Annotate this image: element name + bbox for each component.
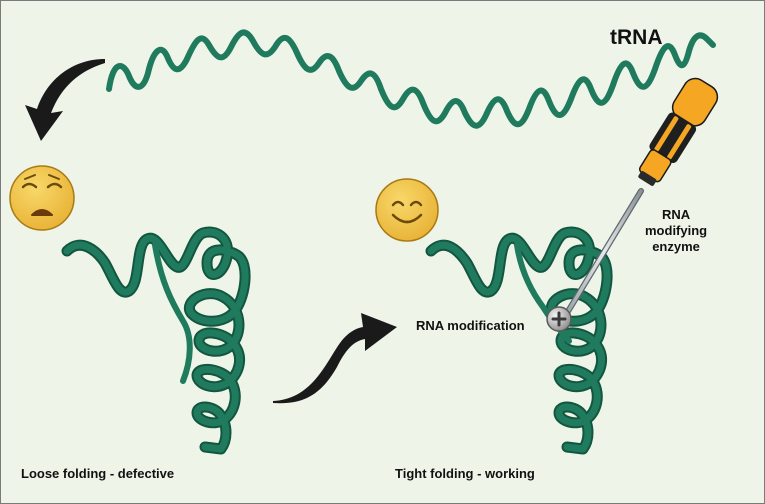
screw-icon [546,306,572,332]
rna-modifying-enzyme-label: RNA modifying enzyme [645,207,707,255]
rna-modification-label: RNA modification [416,318,525,333]
trna-strand [106,29,716,129]
caption-loose-folding: Loose folding - defective [21,466,175,481]
trna-tight-fold [425,226,613,455]
caption-tight-folding: Tight folding - working [395,466,535,481]
trna-loose-fold [61,226,251,455]
curved-arrow-top [25,59,105,141]
enzyme-label-line3: enzyme [652,239,700,254]
enzyme-label-line2: modifying [645,223,708,238]
sad-face-icon [9,165,75,231]
curved-arrow-middle [273,313,397,404]
trna-label: tRNA [610,26,663,49]
enzyme-label-line1: RNA [661,207,691,222]
happy-face-icon [375,178,439,242]
screwdriver-icon [564,77,719,316]
